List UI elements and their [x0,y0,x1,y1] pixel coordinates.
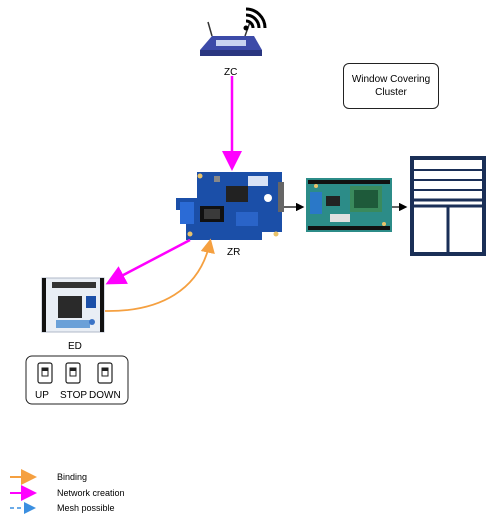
ed-label: ED [68,341,82,352]
switch-label-stop: STOP [60,390,88,401]
zr-board-icon [176,172,284,240]
binding-arrow-ed-zr [104,238,215,312]
switch-label-down: DOWN [89,390,121,401]
switch-label-up: UP [35,390,49,401]
switch-down-icon [97,362,113,384]
switch-stop-icon [65,362,81,384]
note-line-2: Cluster [375,87,407,98]
legend-label-network-creation: Network creation [57,488,125,498]
zc-label: ZC [224,67,238,78]
zr-label: ZR [227,247,241,258]
window-covering-cluster-note: Window Covering Cluster [343,63,439,109]
ed-board-icon [41,277,105,333]
legend-label-binding: Binding [57,472,88,482]
zc-router-icon [200,21,262,56]
switch-up-icon [37,362,53,384]
legend-label-mesh-possible: Mesh possible [57,503,115,513]
motor-shield-icon [306,178,392,232]
window-covering-icon [410,156,486,256]
network-arrow-zr-ed [105,238,191,285]
note-line-1: Window Covering [351,74,431,85]
wifi-icon [243,7,267,31]
